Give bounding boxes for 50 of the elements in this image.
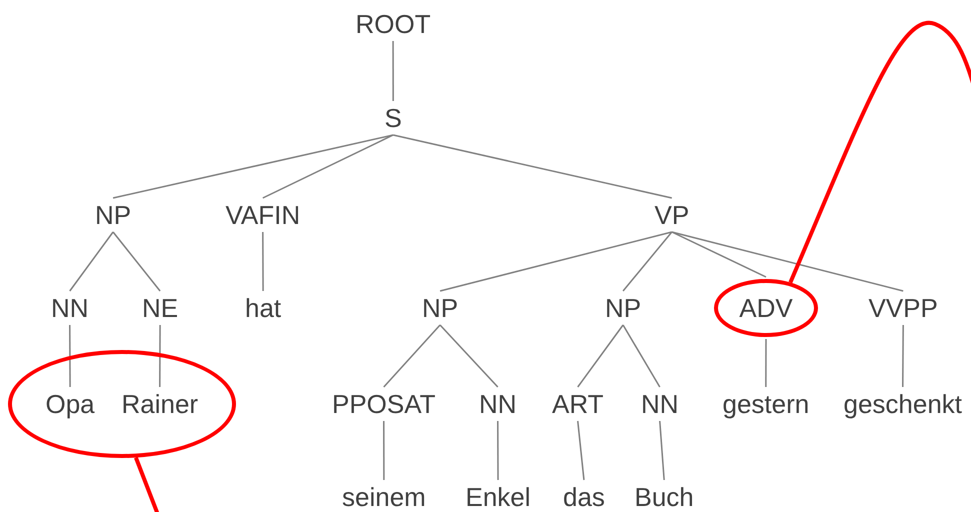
tree-label: NP <box>605 293 642 323</box>
tree-label: NP <box>95 200 132 230</box>
tree-label: VVPP <box>868 293 938 323</box>
tree-branch-line <box>672 231 904 292</box>
tree-label: das <box>563 482 605 512</box>
tree-branch-line <box>577 420 585 480</box>
tree-branch-line <box>159 325 161 387</box>
annotation-ellipse <box>8 350 236 458</box>
tree-label: ART <box>552 389 604 419</box>
tree-label: ROOT <box>356 9 431 39</box>
tree-branch-line <box>577 324 624 388</box>
tree-branch-line <box>262 134 394 199</box>
tree-branch-line <box>622 232 672 292</box>
tree-branch-line <box>69 325 71 387</box>
tree-branch-line <box>112 134 394 199</box>
tree-branch-line <box>440 324 498 388</box>
tree-label: Opa <box>46 389 95 419</box>
tree-label: Enkel <box>466 482 531 512</box>
tree-label: gestern <box>722 389 810 419</box>
tree-branch-line <box>659 420 665 480</box>
tree-label: Rainer <box>122 389 198 419</box>
tree-label: PPOSAT <box>332 389 436 419</box>
tree-label: VP <box>654 200 690 230</box>
tree-label: S <box>384 103 402 133</box>
tree-branch-line <box>112 232 161 292</box>
tree-branch-line <box>383 324 441 388</box>
tree-label: seinem <box>342 482 426 512</box>
tree-branch-line <box>393 134 672 199</box>
annotation-line <box>134 456 162 512</box>
tree-label: NE <box>142 293 178 323</box>
tree-branch-line <box>902 325 904 387</box>
tree-label: VAFIN <box>226 200 300 230</box>
tree-label: NN <box>641 389 679 419</box>
tree-label: NP <box>422 293 458 323</box>
circled-tree-label: ADV <box>714 279 818 337</box>
tree-branch-line <box>392 41 394 101</box>
tree-label: Buch <box>634 482 694 512</box>
tree-label: NN <box>51 293 89 323</box>
tree-branch-line <box>672 231 766 278</box>
tree-branch-line <box>622 324 660 388</box>
tree-branch-line <box>765 339 767 387</box>
tree-label: geschenkt <box>844 389 962 419</box>
tree-branch-line <box>383 421 385 480</box>
tree-branch-line <box>262 232 264 291</box>
tree-branch-line <box>69 232 114 292</box>
tree-branch-line <box>440 231 672 292</box>
annotation-line <box>788 21 971 284</box>
tree-label: NN <box>479 389 517 419</box>
tree-label: hat <box>245 293 282 323</box>
tree-branch-line <box>497 421 499 480</box>
